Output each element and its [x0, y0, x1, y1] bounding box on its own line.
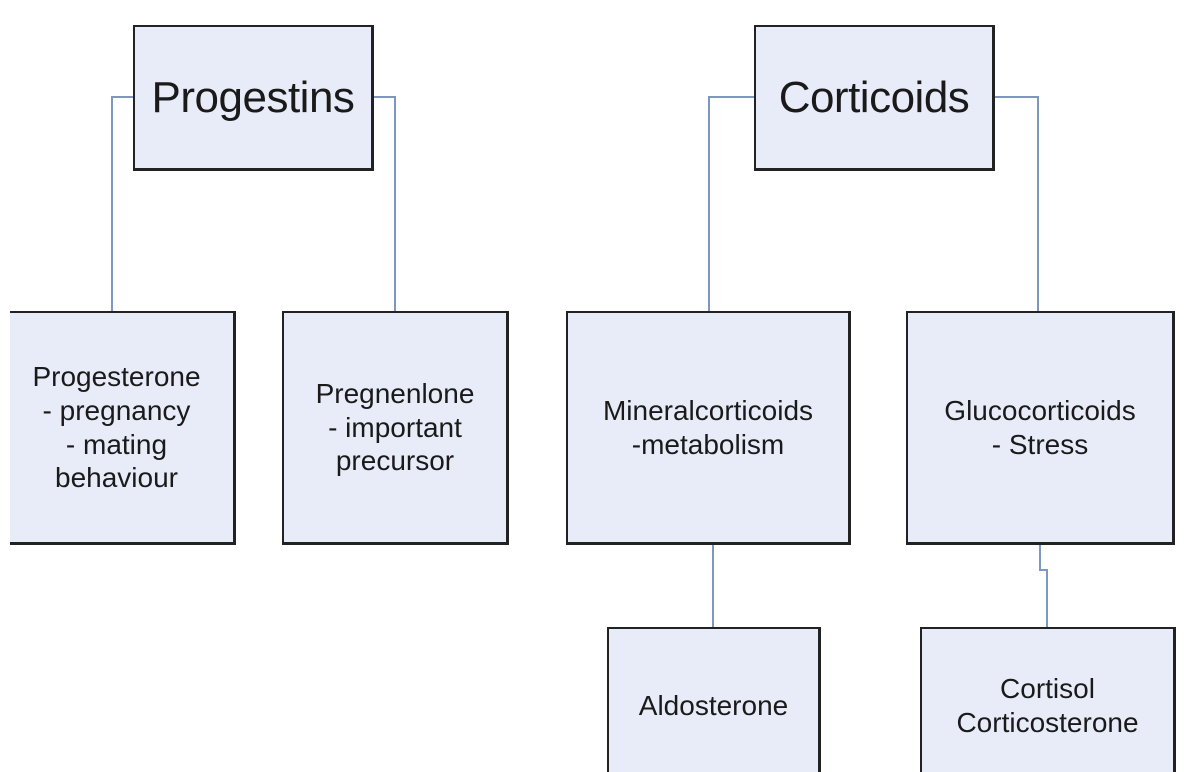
mineralcorticoids-box: Mineralcorticoids -metabolism: [566, 311, 851, 545]
connector-corticoids-to-mineralcorticoids: [708, 96, 754, 311]
aldosterone-text: Aldosterone: [638, 689, 789, 721]
progesterone-box: Progesterone - pregnancy - mating behavi…: [10, 311, 236, 545]
glucocorticoids-text: Glucocorticoids - Stress: [944, 394, 1136, 460]
pregnenlone-box: Pregnenlone - important precursor: [282, 311, 509, 545]
corticoids-title: Corticoids: [778, 72, 970, 122]
progestins-box: Progestins: [133, 25, 374, 171]
connector-progestins-to-pregnenlone: [374, 96, 396, 311]
aldosterone-box: Aldosterone: [607, 627, 821, 772]
mineralcorticoids-text: Mineralcorticoids -metabolism: [602, 394, 814, 460]
connector-progestins-to-progesterone: [111, 96, 133, 311]
corticoids-box: Corticoids: [754, 25, 995, 171]
glucocorticoids-box: Glucocorticoids - Stress: [906, 311, 1175, 545]
cortisol-corticosterone-box: Cortisol Corticosterone: [920, 627, 1176, 772]
progestins-title: Progestins: [151, 72, 355, 122]
connector-glucocorticoids-to-cortisol: [1039, 545, 1048, 627]
cortisol-corticosterone-text: Cortisol Corticosterone: [956, 672, 1139, 738]
progesterone-text: Progesterone - pregnancy - mating behavi…: [32, 361, 201, 494]
connector-corticoids-to-glucocorticoids: [995, 96, 1039, 311]
pregnenlone-text: Pregnenlone - important precursor: [315, 378, 475, 477]
